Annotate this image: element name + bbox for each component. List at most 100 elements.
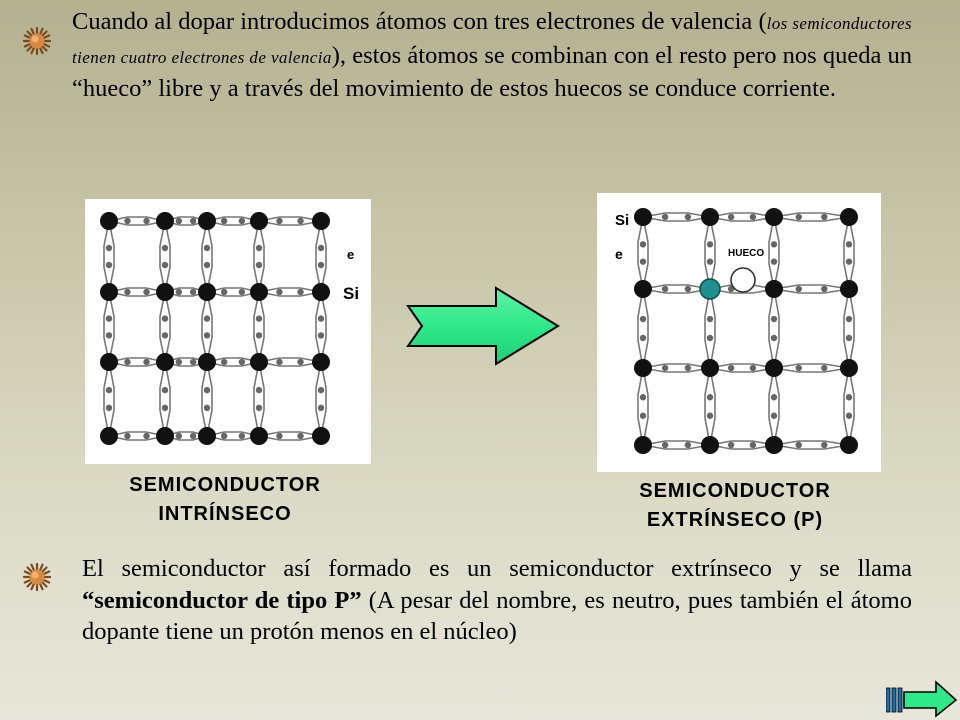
valence-electron <box>276 288 283 296</box>
dopant-atom <box>699 278 721 300</box>
covalent-bond <box>768 216 775 290</box>
covalent-bond <box>159 291 166 363</box>
valence-electron <box>175 432 183 440</box>
valence-electron <box>845 241 853 248</box>
valence-electron <box>220 432 228 440</box>
valence-electron <box>297 217 304 225</box>
covalent-bond <box>637 288 644 369</box>
valence-electron <box>821 364 828 372</box>
valence-electron <box>795 441 802 449</box>
covalent-bond <box>258 431 322 437</box>
valence-electron <box>639 334 647 342</box>
covalent-bond <box>709 444 775 450</box>
covalent-bond <box>253 361 260 437</box>
covalent-bond <box>206 291 213 363</box>
valence-electron <box>220 358 228 366</box>
valence-electron <box>189 217 197 225</box>
silicon-atom <box>765 359 783 377</box>
valence-electron <box>255 332 263 339</box>
valence-electron <box>706 315 714 323</box>
valence-electron <box>845 412 853 419</box>
covalent-bond <box>768 288 775 369</box>
valence-electron <box>684 213 692 221</box>
covalent-bond <box>201 291 208 363</box>
covalent-bond <box>164 361 171 437</box>
valence-electron <box>124 358 131 366</box>
silicon-atom <box>701 436 719 454</box>
hole-marker <box>730 267 756 293</box>
covalent-bond <box>315 361 322 437</box>
silicon-atom <box>634 436 652 454</box>
covalent-bond <box>258 291 265 363</box>
covalent-bond <box>642 216 649 290</box>
silicon-atom <box>840 208 858 226</box>
covalent-bond <box>108 220 166 226</box>
valence-electron <box>317 386 325 394</box>
valence-electron <box>770 394 778 401</box>
valence-electron <box>639 315 647 323</box>
covalent-bond <box>843 288 850 369</box>
covalent-bond <box>709 212 775 218</box>
conclusion-text-part1: El semiconductor así formado es un semic… <box>82 555 912 582</box>
covalent-bond <box>848 288 855 369</box>
covalent-bond <box>206 361 213 437</box>
silicon-atom <box>701 359 719 377</box>
intro-text-part1: Cuando al dopar introducimos átomos con … <box>72 8 767 35</box>
valence-electron <box>105 315 113 322</box>
intro-paragraph: Cuando al dopar introducimos átomos con … <box>72 6 912 105</box>
covalent-bond <box>642 444 711 450</box>
covalent-bond <box>843 216 850 290</box>
covalent-bond <box>108 287 166 293</box>
covalent-bond <box>258 220 265 293</box>
covalent-bond <box>108 431 166 437</box>
covalent-bond <box>159 220 166 293</box>
covalent-bond <box>848 216 855 290</box>
valence-electron <box>203 332 211 339</box>
valence-electron <box>639 258 647 265</box>
covalent-bond <box>642 216 711 222</box>
valence-electron <box>143 358 150 366</box>
right-arrow-icon <box>406 286 560 366</box>
covalent-bond <box>773 440 850 446</box>
valence-electron <box>255 244 263 252</box>
valence-electron <box>297 432 304 440</box>
covalent-bond <box>201 220 208 293</box>
next-slide-icon[interactable] <box>886 680 958 718</box>
valence-electron <box>238 358 246 366</box>
valence-electron <box>821 213 828 221</box>
valence-electron <box>189 358 197 366</box>
silicon-atom <box>250 212 268 230</box>
covalent-bond <box>103 220 110 293</box>
valence-electron <box>727 441 735 449</box>
valence-electron <box>684 364 692 372</box>
valence-electron <box>317 244 325 252</box>
covalent-bond <box>773 288 850 294</box>
valence-electron <box>297 358 304 366</box>
silicon-atom <box>156 353 174 371</box>
covalent-bond <box>709 288 716 369</box>
valence-electron <box>749 213 757 221</box>
valence-electron <box>143 288 150 296</box>
valence-electron <box>124 217 131 225</box>
covalent-bond <box>320 291 327 363</box>
valence-electron <box>189 432 197 440</box>
intro-text-part2: ), estos átomos se combinan con el resto… <box>72 41 912 103</box>
valence-electron <box>105 244 113 252</box>
silicon-atom <box>765 208 783 226</box>
intrinsic-lattice-diagram: e Si <box>85 199 371 464</box>
valence-electron <box>276 432 283 440</box>
valence-electron <box>161 315 169 322</box>
covalent-bond <box>258 361 322 367</box>
covalent-bond <box>108 361 166 367</box>
silicon-atom <box>312 427 330 445</box>
extrinsic-caption-line2: EXTRÍNSECO (P) <box>646 509 824 531</box>
covalent-bond <box>164 220 171 293</box>
intrinsic-caption: SEMICONDUCTOR INTRÍNSECO <box>75 471 375 529</box>
valence-electron <box>845 258 853 265</box>
silicon-atom <box>198 212 216 230</box>
p-type-term: “semiconductor de tipo P” <box>82 586 362 614</box>
covalent-bond <box>709 363 775 369</box>
covalent-bond <box>642 288 649 369</box>
valence-electron <box>795 213 802 221</box>
valence-electron <box>845 315 853 323</box>
